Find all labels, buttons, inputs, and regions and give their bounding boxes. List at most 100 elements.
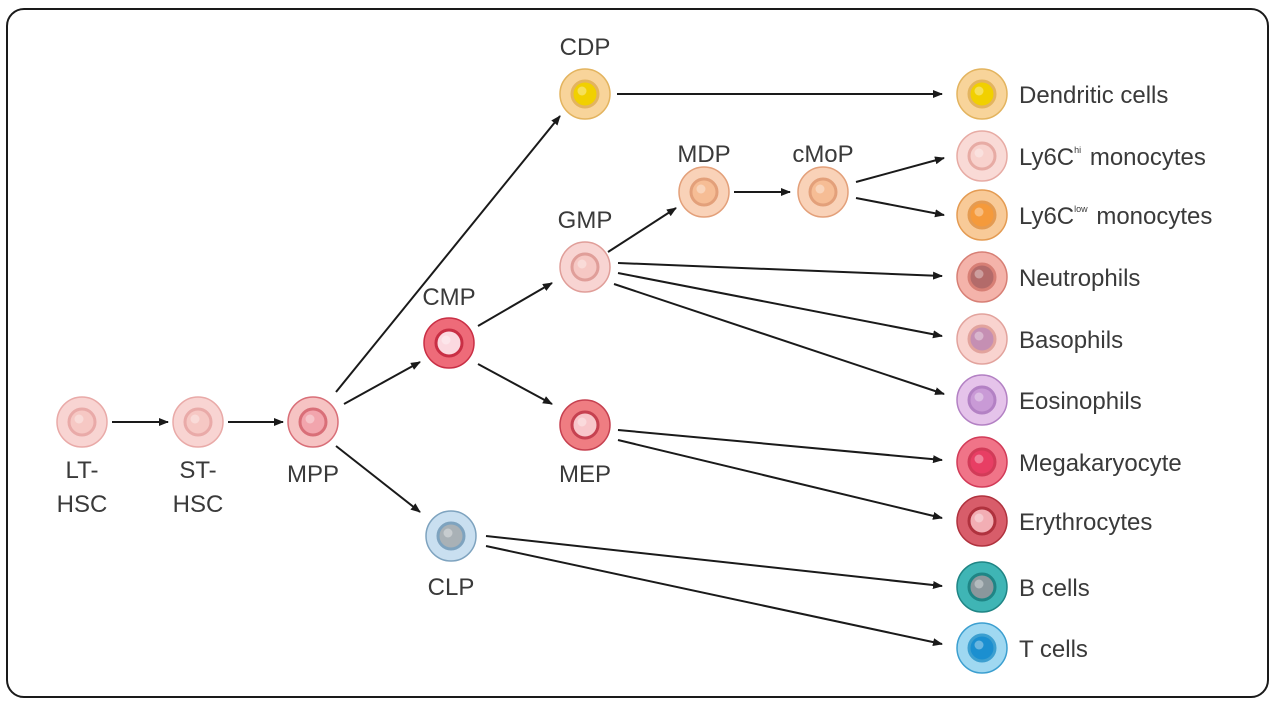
cmop-label: cMoP [792,141,853,168]
arrow-mep-to-megakaryocyte [617,429,943,464]
mdp-label: MDP [677,141,730,168]
arrow-cmop-to-ly6clow [855,197,945,218]
t-cells-label: T cells [1019,636,1088,663]
ly6c-hi-base: Ly6C [1019,144,1074,171]
gmp-cell [559,241,611,293]
lt-hsc-label-line2: HSC [57,491,108,518]
erythrocytes-label: Erythrocytes [1019,509,1152,536]
t_cells-nucleus-highlight [974,640,984,650]
diagram-frame [6,8,1269,698]
clp-cell [425,510,477,562]
dendritic-cell-icon [956,68,1008,120]
ly6c-low-superscript: low [1074,204,1088,214]
eosinophils-nucleus-highlight [974,392,984,402]
cells [56,68,1008,674]
ly6c_hi-nucleus [967,141,997,171]
mep-cell [559,399,611,451]
basophils-label: Basophils [1019,327,1123,354]
cdp-label: CDP [560,34,611,61]
cmop-nucleus-highlight [815,184,825,194]
cdp-nucleus-highlight [577,86,587,96]
megakaryocyte-nucleus-highlight [974,454,984,464]
progenitor-labels: LT- HSC ST- HSC MPP CMP CDP GMP MEP MDP … [57,34,854,601]
lineage-arrows [112,90,945,647]
dendritic-cells-label: Dendritic cells [1019,82,1168,109]
erythrocytes-nucleus [967,506,997,536]
cmop-nucleus [808,177,838,207]
st_hsc-nucleus [183,407,213,437]
ly6c-hi-superscript: hi [1074,145,1081,155]
st_hsc-nucleus-highlight [190,414,200,424]
ly6c_hi-nucleus-highlight [974,148,984,158]
arrow-gmp-to-eosinophils [613,283,945,395]
eosinophils-nucleus [967,385,997,415]
dendritic-nucleus-highlight [974,86,984,96]
eosinophils-label: Eosinophils [1019,388,1142,415]
mep-nucleus-highlight [577,417,587,427]
neutrophil-icon [956,251,1008,303]
mdp-cell [678,166,730,218]
lt-hsc-label-line1: LT- [66,457,99,484]
neutrophils-nucleus-highlight [974,269,984,279]
mpp-label: MPP [287,461,339,488]
ly6c-low-monocyte-icon [956,189,1008,241]
arrow-clp-to-bcells [485,535,943,589]
cmp-nucleus [434,328,464,358]
arrow-cmp-to-gmp [477,282,553,327]
cdp-nucleus [570,79,600,109]
ly6c-low-rest: monocytes [1090,203,1213,230]
arrow-gmp-to-basophils [617,272,943,339]
megakaryocyte-label: Megakaryocyte [1019,450,1182,477]
gmp-label: GMP [558,207,613,234]
erythrocytes-nucleus-highlight [974,513,984,523]
cdp-cell [559,68,611,120]
neutrophils-nucleus [967,262,997,292]
t-cell-icon [956,622,1008,674]
basophils-nucleus-highlight [974,331,984,341]
gmp-nucleus [570,252,600,282]
cmop-cell [797,166,849,218]
b-cell-icon [956,561,1008,613]
output-labels: Dendritic cells Ly6Chi monocytes Ly6Clow… [1019,82,1212,663]
arrow-gmp-to-mdp [607,207,677,253]
ly6c-low-monocytes-label: Ly6Clow monocytes [1019,203,1212,230]
b_cells-nucleus [967,572,997,602]
erythrocyte-icon [956,495,1008,547]
b-cells-label: B cells [1019,575,1090,602]
mdp-nucleus-highlight [696,184,706,194]
cmp-nucleus-highlight [441,335,451,345]
ly6c_low-nucleus-highlight [974,207,984,217]
mpp-cell [287,396,339,448]
arrow-clp-to-tcells [485,545,943,647]
st-hsc-cell [172,396,224,448]
eosinophil-icon [956,374,1008,426]
st-hsc-label-line1: ST- [179,457,216,484]
ly6c-hi-monocyte-icon [956,130,1008,182]
arrow-mep-to-erythrocytes [617,439,943,520]
mpp-nucleus-highlight [305,414,315,424]
mep-nucleus [570,410,600,440]
st-hsc-label-line2: HSC [173,491,224,518]
b_cells-nucleus-highlight [974,579,984,589]
arrow-mpp-to-cmp [343,361,421,405]
dendritic-nucleus [967,79,997,109]
ly6c-low-base: Ly6C [1019,203,1074,230]
arrow-cmop-to-ly6chi [855,156,945,183]
gmp-nucleus-highlight [577,259,587,269]
clp-nucleus [436,521,466,551]
arrow-cmp-to-mep [477,363,553,405]
arrow-gmp-to-neutrophils [617,262,943,280]
cmp-label: CMP [422,284,475,311]
basophils-nucleus [967,324,997,354]
mpp-nucleus [298,407,328,437]
clp-label: CLP [428,574,475,601]
mdp-nucleus [689,177,719,207]
lt-hsc-cell [56,396,108,448]
clp-nucleus-highlight [443,528,453,538]
neutrophils-label: Neutrophils [1019,265,1140,292]
ly6c-hi-monocytes-label: Ly6Chi monocytes [1019,144,1206,171]
cmp-cell [423,317,475,369]
megakaryocyte-nucleus [967,447,997,477]
